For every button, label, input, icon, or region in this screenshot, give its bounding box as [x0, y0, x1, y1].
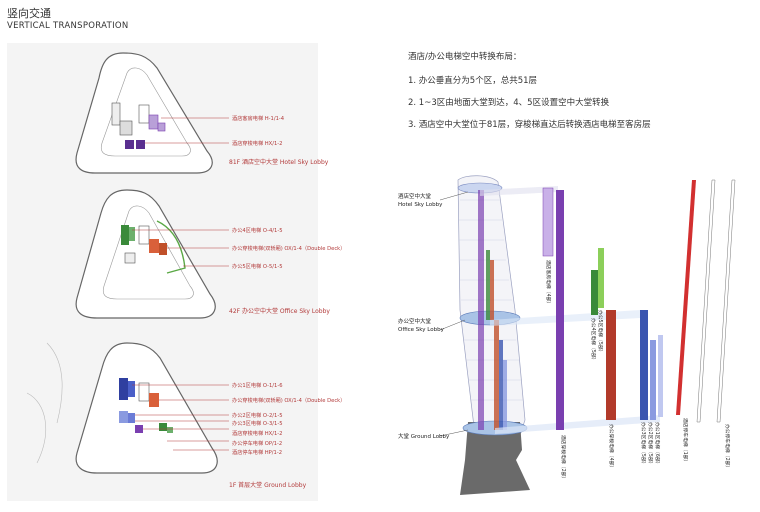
label-office-sky-lobby-cn: 办公空中大堂	[398, 317, 432, 325]
caption-1f: 1F 首层大堂 Ground Lobby	[229, 481, 307, 489]
label-42f-office4: 办公4区电梯 O-4/1-5	[232, 226, 283, 234]
caption-42f: 42F 办公空中大堂 Office Sky Lobby	[229, 307, 330, 315]
notes-title: 酒店/办公电梯空中转换布局：	[408, 52, 522, 62]
page-subtitle: VERTICAL TRANSPORATION	[7, 21, 129, 31]
label-81f-hotel-shuttle: 酒店穿梭电梯 HX/1-2	[232, 139, 282, 147]
label-hotel-sky-lobby-en: Hotel Sky Lobby	[398, 202, 443, 208]
shaft-label-office5: 办公5区电梯（5部）	[597, 310, 604, 354]
shaft-label-office-shuttle: 办公穿梭电梯（4部）	[608, 424, 615, 470]
section-diagram: 酒店空中大堂 Hotel Sky Lobby 办公空中大堂 Office Sky…	[398, 175, 736, 495]
notes-block: 酒店/办公电梯空中转换布局： 1. 办公垂直分为5个区，总共51层 2. 1~3…	[408, 50, 651, 140]
floor-plans-panel: 酒店客房电梯 H-1/1-4 酒店穿梭电梯 HX/1-2 81F 酒店空中大堂 …	[7, 43, 345, 501]
floor-plans-svg: 酒店客房电梯 H-1/1-4 酒店穿梭电梯 HX/1-2 81F 酒店空中大堂 …	[26, 52, 345, 489]
page-title: 竖向交通	[7, 7, 51, 20]
shaft-label-office3: 办公3区电梯（5部）	[640, 422, 647, 466]
label-1f-office3: 办公3区电梯 O-3/1-5	[232, 419, 283, 427]
plan-81f	[75, 52, 229, 174]
note-item-2: 2. 1~3区由地面大堂到达，4、5区设置空中大堂转换	[408, 98, 610, 108]
shaft-label-office2: 办公2区电梯（5部）	[647, 422, 654, 466]
shaft-label-hotel-parking: 酒店停车电梯（1部）	[682, 418, 689, 464]
shaft-label-hotel-guest: 酒店客房电梯（4部）	[545, 260, 552, 306]
note-item-3: 3. 酒店空中大堂位于81层，穿梭梯直达后转换酒店电梯至客房层	[408, 120, 651, 130]
caption-81f: 81F 酒店空中大堂 Hotel Sky Lobby	[229, 158, 329, 166]
shaft-label-office-parking: 办公停车电梯（2部）	[724, 424, 731, 470]
shaft-label-hotel-shuttle: 酒店穿梭电梯（2部）	[560, 435, 567, 481]
label-42f-office5: 办公5区电梯 O-5/1-5	[232, 262, 283, 270]
note-item-1: 1. 办公垂直分为5个区，总共51层	[408, 76, 538, 86]
label-ground-lobby: 大堂 Ground Lobby	[398, 432, 450, 440]
label-1f-office-shuttle: 办公穿梭电梯(双轿厢) OX/1-4（Double Deck）	[232, 396, 345, 404]
label-81f-hotel-guest-elevator: 酒店客房电梯 H-1/1-4	[232, 114, 285, 122]
label-42f-office-shuttle: 办公穿梭电梯(双轿厢) OX/1-4（Double Deck）	[232, 244, 345, 252]
plan-1f	[26, 342, 229, 474]
label-1f-office-parking: 办公停车电梯 OP/1-2	[232, 439, 282, 447]
plan-42f	[75, 189, 229, 319]
shaft-label-office1: 办公1区电梯（6部）	[654, 422, 661, 466]
label-1f-office2: 办公2区电梯 O-2/1-5	[232, 411, 283, 419]
label-1f-hotel-shuttle: 酒店穿梭电梯 HX/1-2	[232, 429, 282, 437]
label-1f-hotel-parking: 酒店停车电梯 HP/1-2	[232, 448, 282, 456]
shaft-label-office4: 办公4区电梯（5部）	[590, 318, 597, 362]
label-1f-office1: 办公1区电梯 O-1/1-6	[232, 381, 283, 389]
label-office-sky-lobby-en: Office Sky Lobby	[398, 327, 445, 333]
label-hotel-sky-lobby-cn: 酒店空中大堂	[398, 192, 432, 200]
